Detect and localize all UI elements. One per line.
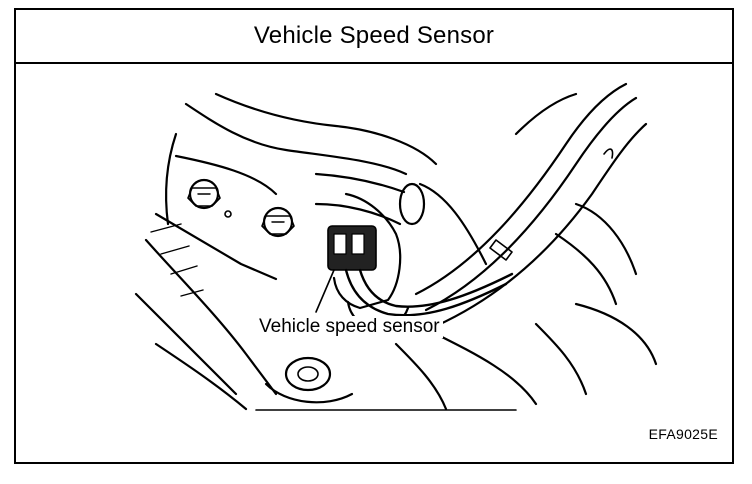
diagram-frame: Vehicle Speed Sensor bbox=[14, 8, 734, 464]
title-bar: Vehicle Speed Sensor bbox=[16, 10, 732, 64]
lower-arm-2 bbox=[154, 342, 248, 411]
small-hole bbox=[224, 210, 232, 218]
upper-housing-outline-2 bbox=[214, 92, 438, 166]
lower-arm bbox=[134, 292, 238, 396]
harness-clip bbox=[489, 239, 513, 261]
housing-curve bbox=[174, 154, 278, 196]
figure-code: EFA9025E bbox=[648, 426, 718, 442]
sensor-body bbox=[332, 192, 402, 310]
lower-casting-4 bbox=[574, 302, 658, 366]
drain-plug bbox=[284, 356, 332, 392]
clip-mark bbox=[603, 148, 614, 159]
pipe-right-run bbox=[418, 182, 488, 266]
bolt-right bbox=[261, 206, 295, 238]
engine-illustration: Vehicle speed sensor EFA9025E bbox=[16, 64, 732, 462]
harness-1 bbox=[414, 82, 628, 296]
pipe-upper bbox=[314, 172, 406, 194]
page-title: Vehicle Speed Sensor bbox=[253, 22, 495, 49]
pipe-end bbox=[398, 182, 426, 226]
sensor-callout-label: Vehicle speed sensor bbox=[256, 316, 443, 338]
pipe-lower bbox=[314, 202, 402, 226]
bracket-top bbox=[154, 212, 278, 281]
callout-leader bbox=[315, 269, 335, 313]
right-bracket-2 bbox=[554, 232, 618, 306]
housing-left-edge bbox=[164, 132, 178, 226]
upper-housing-outline bbox=[184, 102, 408, 176]
bolt-left bbox=[187, 178, 221, 210]
harness-2 bbox=[424, 96, 638, 312]
lower-casting-3 bbox=[534, 322, 588, 396]
right-bracket bbox=[574, 202, 638, 276]
lower-casting bbox=[394, 342, 448, 411]
sensor-wires bbox=[344, 268, 508, 317]
line-drawing bbox=[134, 82, 658, 411]
plug-boss bbox=[264, 382, 354, 404]
bracket-hatch bbox=[150, 223, 204, 297]
harness-3 bbox=[434, 122, 648, 328]
lower-casting-2 bbox=[434, 332, 538, 406]
harness-4 bbox=[514, 92, 578, 136]
bracket-bottom bbox=[144, 238, 278, 396]
